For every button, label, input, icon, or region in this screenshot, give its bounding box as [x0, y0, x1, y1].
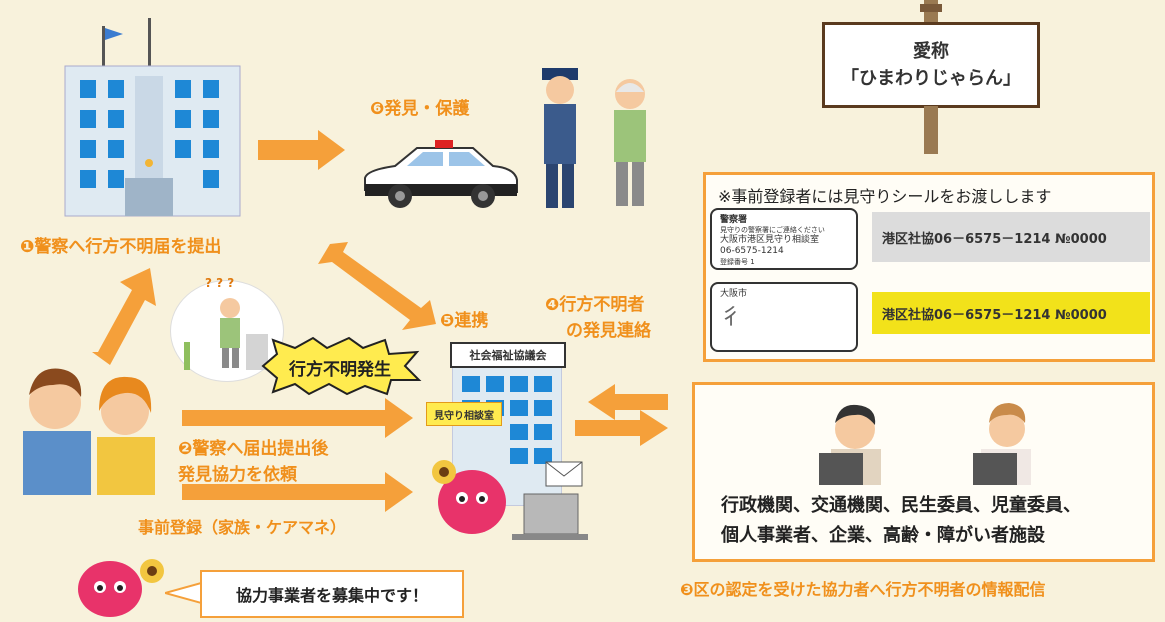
arrow-prereg-to-council — [182, 472, 413, 512]
arrow-police-council-bidirectional — [318, 242, 436, 330]
arrow-report-to-council — [182, 398, 413, 438]
city-emblem-icon: ⼻ — [720, 305, 743, 331]
nickname-label: 愛称 — [913, 41, 949, 62]
lost-elderly-illustration — [184, 298, 268, 370]
step-2-line1: ❷警察へ届出提出後 — [178, 439, 329, 459]
arrow-family-to-police — [92, 268, 156, 365]
arrow-council-to-cooperators — [575, 410, 668, 446]
cooperators-box: 行政機関、交通機関、民生委員、児童委員、 個人事業者、企業、高齢・障がい者施設 — [692, 382, 1155, 562]
recruitment-bubble: 協力事業者を募集中です！ — [200, 570, 464, 618]
front-sticker: 警察署 見守りの警察署にご連絡ください 大阪市港区見守り相談室 06-6575-… — [710, 208, 858, 270]
sticker-note: ※事前登録者には見守りシールをお渡しします — [718, 187, 1052, 206]
speech-bubble-tail — [165, 580, 205, 606]
consultation-room-tag: 見守り相談室 — [426, 402, 502, 426]
sticker-police-title: 警察署 — [720, 215, 748, 225]
arrow-police-to-car — [258, 130, 345, 170]
signpost-lower — [924, 106, 938, 154]
nickname-value: 「ひまわりじゃらん」 — [841, 68, 1021, 89]
police-station-illustration — [64, 18, 241, 217]
family-illustration — [23, 368, 155, 495]
back-sticker: 大阪市 ⼻ — [710, 282, 858, 352]
step-3-label: ❸区の認定を受けた協力者へ行方不明者の情報配信 — [680, 580, 1046, 599]
org-list-line2: 個人事業者、企業、高齢・障がい者施設 — [721, 525, 1045, 546]
sticker-city: 大阪市 — [720, 289, 748, 299]
nickname-signboard: 愛称 「ひまわりじゃらん」 — [822, 22, 1040, 108]
sticker-strip-gray: 港区社協06－6575－1214 №0000 — [872, 212, 1150, 262]
missing-callout-burst — [261, 336, 422, 396]
council-name-sign: 社会福祉協議会 — [450, 342, 566, 368]
sticker-police-subtitle: 見守りの警察署にご連絡ください — [720, 226, 825, 235]
sticker-reg: 登録番号 1 — [720, 257, 755, 266]
sticker-strip-yellow: 港区社協06－6575－1214 №0000 — [872, 292, 1150, 334]
arrow-cooperators-to-council — [588, 384, 668, 420]
step-5-label: ❺連携 — [440, 311, 489, 331]
mascot-with-laptop — [432, 460, 588, 540]
police-car-illustration — [364, 140, 518, 208]
sticker-phone: 06-6575-1214 — [720, 246, 784, 257]
sticker-office: 大阪市港区見守り相談室 — [720, 235, 820, 245]
step-4-line2: の発見連絡 — [566, 321, 651, 341]
step-4-line1: ❹行方不明者 — [545, 295, 645, 315]
officer-and-elderly-illustration — [542, 68, 646, 208]
cooperator-workers-illustration — [819, 403, 1031, 485]
preregistration-label: 事前登録（家族・ケアマネ） — [138, 518, 347, 537]
step-6-label: ❻発見・保護 — [370, 99, 470, 119]
step-1-label: ❶警察へ行方不明届を提出 — [20, 237, 222, 257]
step-2-line2: 発見協力を依頼 — [178, 465, 297, 485]
missing-callout-text: 行方不明発生 — [289, 360, 391, 380]
mascot-bottom-left — [78, 559, 164, 617]
org-list-line1: 行政機関、交通機関、民生委員、児童委員、 — [721, 495, 1081, 516]
question-marks: ? ? ? — [205, 276, 235, 290]
